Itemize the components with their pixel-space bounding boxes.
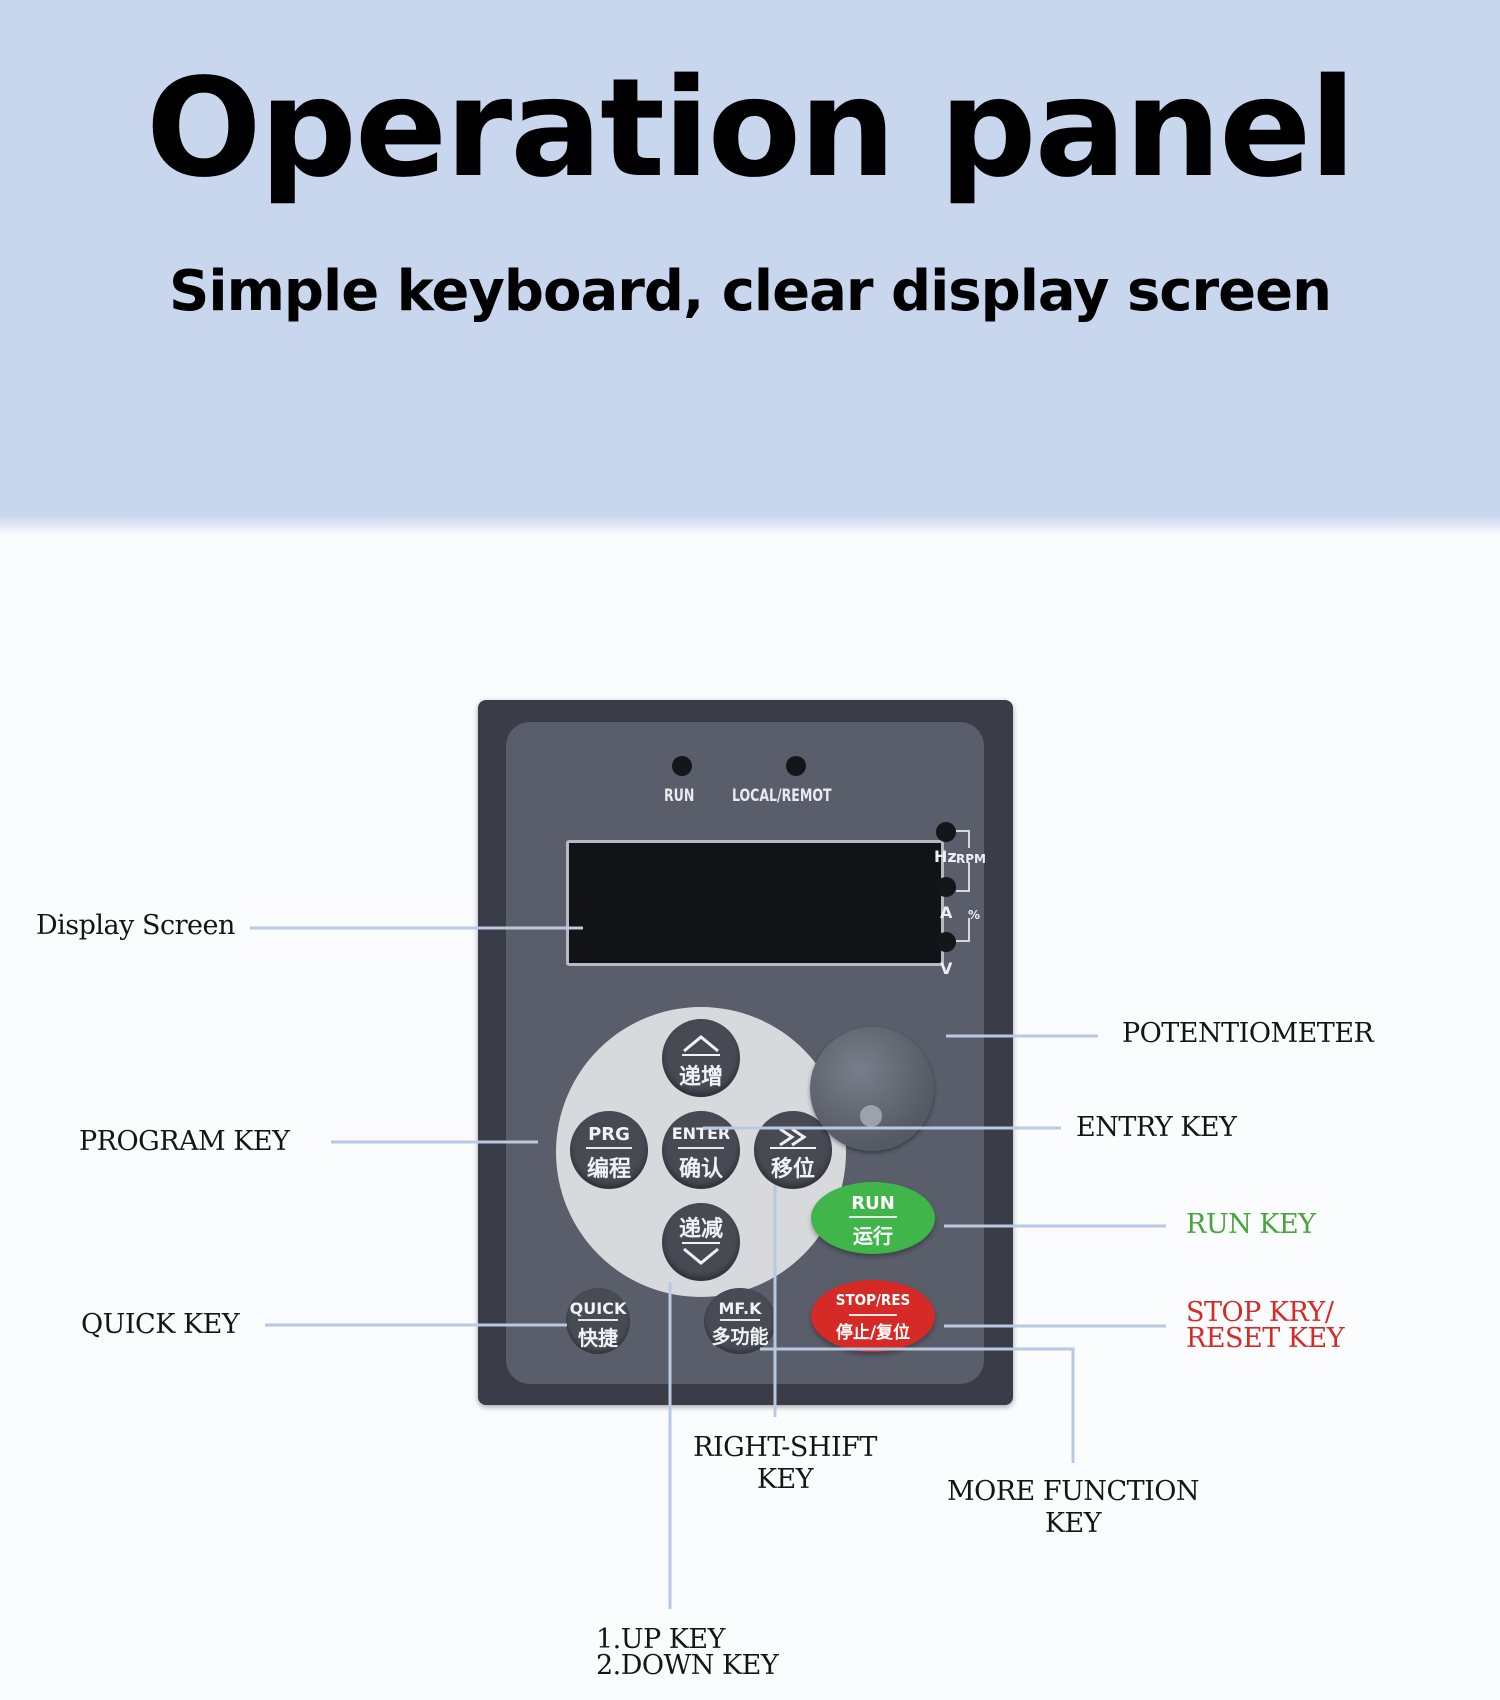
chevron-up-icon xyxy=(682,1035,720,1056)
chevron-down-icon xyxy=(682,1242,720,1265)
enter-key-label-bottom: 确认 xyxy=(678,1157,723,1182)
quick-key-label-top: QUICK xyxy=(569,1299,627,1318)
callout-more-function-line2: KEY xyxy=(1044,1508,1102,1540)
callout-up-down-key: 1.UP KEY 2.DOWN KEY xyxy=(596,1624,779,1681)
leader-more-function-key xyxy=(760,1347,1075,1463)
v-indicator-led xyxy=(936,932,956,952)
enter-key[interactable]: ENTER 确认 xyxy=(662,1111,740,1189)
local-remote-indicator-led xyxy=(786,756,806,776)
header-banner xyxy=(0,0,1500,525)
callout-program-key: PROGRAM KEY xyxy=(79,1126,290,1157)
hz-indicator-led xyxy=(936,822,956,842)
callout-more-function-key: MORE FUNCTION KEY xyxy=(932,1476,1214,1541)
callout-potentiometer: POTENTIOMETER xyxy=(1122,1018,1374,1049)
unit-bracket-bottom xyxy=(956,918,970,942)
callout-more-function-line1: MORE FUNCTION xyxy=(946,1476,1200,1507)
callout-quick-key: QUICK KEY xyxy=(81,1309,240,1340)
stop-key-label-bottom: 停止/复位 xyxy=(835,1323,911,1343)
right-shift-key-label: 移位 xyxy=(770,1157,815,1182)
down-key-label: 递减 xyxy=(678,1217,723,1242)
down-key[interactable]: 递减 xyxy=(662,1203,740,1281)
prg-key-label-bottom: 编程 xyxy=(586,1157,631,1182)
mfk-key-label-top: MF.K xyxy=(718,1299,762,1318)
run-key-label-bottom: 运行 xyxy=(853,1224,893,1248)
callout-run-key: RUN KEY xyxy=(1186,1209,1316,1240)
quick-key-divider xyxy=(578,1319,618,1321)
quick-key-label-bottom: 快捷 xyxy=(578,1326,618,1350)
stop-key-label-top: STOP/RES xyxy=(835,1291,911,1309)
up-key-label: 递增 xyxy=(678,1065,723,1090)
callout-entry-key: ENTRY KEY xyxy=(1076,1112,1237,1143)
unit-rpm: RPM xyxy=(956,852,986,866)
page-subtitle: Simple keyboard, clear display screen xyxy=(169,259,1332,324)
local-remote-indicator-label: LOCAL/REMOT xyxy=(732,786,832,806)
callout-right-shift-line2: KEY xyxy=(756,1464,814,1496)
run-key[interactable]: RUN 运行 xyxy=(811,1182,935,1254)
callout-up-down-line1: 1.UP KEY xyxy=(596,1624,725,1655)
operation-panel-device: RUN LOCAL/REMOT Hz RPM A % V 递增 PRG xyxy=(478,700,1013,1405)
unit-a: A xyxy=(940,903,953,922)
callout-stop-reset-line1: STOP KRY/ xyxy=(1186,1297,1334,1328)
prg-key[interactable]: PRG 编程 xyxy=(570,1111,648,1189)
display-screen xyxy=(566,840,944,966)
unit-hz: Hz xyxy=(934,847,957,866)
callout-stop-reset-key: STOP KRY/ RESET KEY xyxy=(1186,1297,1345,1354)
a-indicator-led xyxy=(936,877,956,897)
enter-key-divider xyxy=(678,1147,724,1149)
stop-key-divider xyxy=(849,1314,897,1316)
unit-bracket-middle xyxy=(956,862,970,892)
prg-key-label-top: PRG xyxy=(588,1124,630,1145)
mfk-key-divider xyxy=(720,1319,760,1321)
more-function-key[interactable]: MF.K 多功能 xyxy=(704,1288,776,1354)
run-key-label-top: RUN xyxy=(851,1193,895,1214)
run-key-divider xyxy=(849,1216,897,1218)
unit-percent: % xyxy=(968,908,981,922)
unit-bracket-top xyxy=(956,830,970,848)
unit-v: V xyxy=(940,959,953,978)
potentiometer-knob[interactable] xyxy=(810,1027,934,1151)
callout-right-shift-line1: RIGHT-SHIFT xyxy=(693,1432,877,1463)
quick-key[interactable]: QUICK 快捷 xyxy=(566,1288,630,1354)
callout-stop-reset-line2: RESET KEY xyxy=(1186,1322,1345,1354)
double-chevron-right-icon xyxy=(770,1127,816,1149)
keypad-disc: 递增 PRG 编程 ENTER 确认 移位 递减 xyxy=(556,1007,846,1297)
up-key[interactable]: 递增 xyxy=(662,1019,740,1097)
run-indicator-led xyxy=(672,756,692,776)
prg-key-divider xyxy=(586,1147,632,1149)
potentiometer-indicator-dot xyxy=(860,1105,882,1127)
stop-reset-key[interactable]: STOP/RES 停止/复位 xyxy=(811,1280,935,1352)
faceplate: RUN LOCAL/REMOT Hz RPM A % V 递增 PRG xyxy=(506,722,986,1384)
callout-right-shift-key: RIGHT-SHIFT KEY xyxy=(680,1432,890,1497)
banner-fade xyxy=(0,515,1500,535)
mfk-key-label-bottom: 多功能 xyxy=(711,1326,769,1348)
right-shift-key[interactable]: 移位 xyxy=(754,1111,832,1189)
callout-up-down-line2: 2.DOWN KEY xyxy=(596,1649,779,1681)
callout-display-screen: Display Screen xyxy=(36,910,235,941)
run-indicator-label: RUN xyxy=(664,786,695,806)
page-title: Operation panel xyxy=(145,50,1356,208)
